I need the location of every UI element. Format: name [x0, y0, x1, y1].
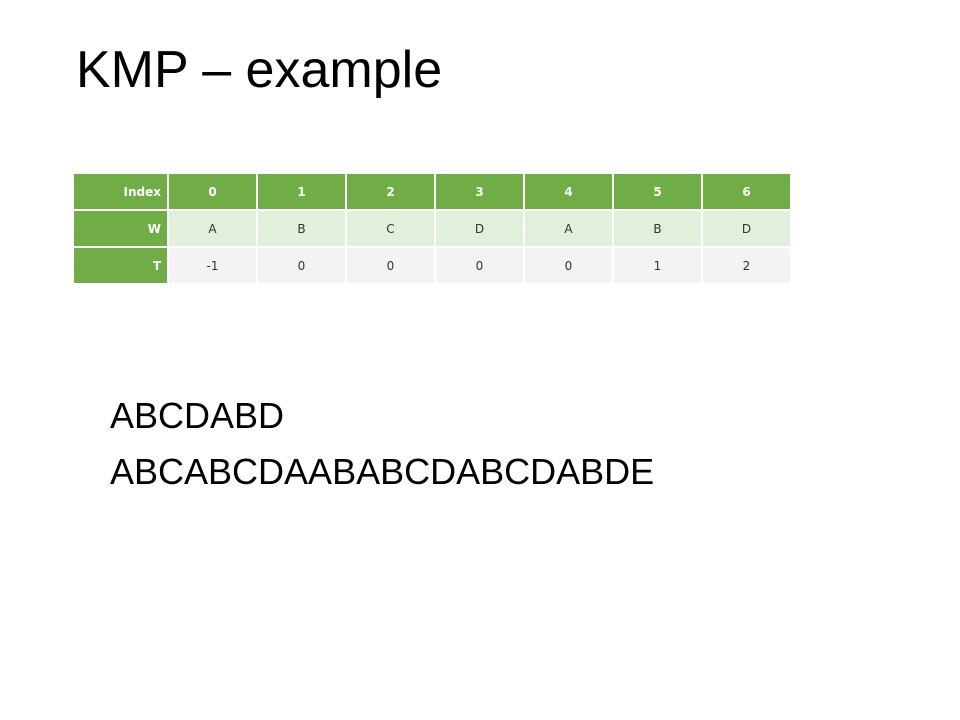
table-row-t: T -1 0 0 0 0 1 2 [72, 246, 792, 285]
pattern-string: ABCDABD [110, 395, 285, 436]
index-cell: 3 [434, 172, 525, 211]
row-label-t: T [72, 246, 169, 285]
table-header-row: Index 0 1 2 3 4 5 6 [72, 172, 792, 211]
table-cell: 0 [523, 246, 614, 285]
index-cell: 5 [612, 172, 703, 211]
table-cell: 2 [701, 246, 792, 285]
table-cell: -1 [167, 246, 258, 285]
table-cell: 0 [345, 246, 436, 285]
row-label-w: W [72, 209, 169, 248]
table-cell: C [345, 209, 436, 248]
table-cell: D [701, 209, 792, 248]
table-cell: A [167, 209, 258, 248]
index-cell: 1 [256, 172, 347, 211]
table-cell: 1 [612, 246, 703, 285]
kmp-table: Index 0 1 2 3 4 5 6 W A B C D A B D T -1… [72, 172, 792, 285]
header-index-label: Index [72, 172, 169, 211]
table-cell: A [523, 209, 614, 248]
index-cell: 4 [523, 172, 614, 211]
table-cell: 0 [434, 246, 525, 285]
index-cell: 2 [345, 172, 436, 211]
example-strings: ABCDABD ABCABCDAABABCDABCDABDE [110, 388, 654, 500]
table-cell: D [434, 209, 525, 248]
slide-title: KMP – example [76, 41, 443, 99]
index-cell: 0 [167, 172, 258, 211]
text-string: ABCABCDAABABCDABCDABDE [110, 451, 655, 492]
index-cell: 6 [701, 172, 792, 211]
table-row-w: W A B C D A B D [72, 209, 792, 248]
table-cell: 0 [256, 246, 347, 285]
table-cell: B [612, 209, 703, 248]
table-cell: B [256, 209, 347, 248]
